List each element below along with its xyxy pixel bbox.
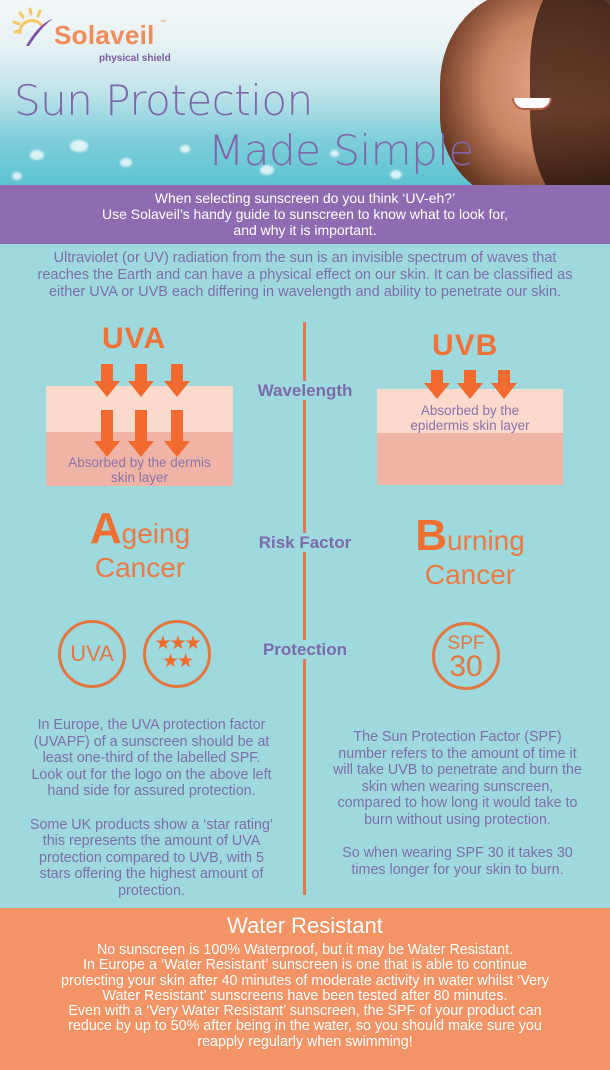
uva-risk-factor: Ageing Cancer bbox=[89, 504, 191, 584]
model-hair bbox=[530, 0, 610, 185]
uv-intro-paragraph: Ultraviolet (or UV) radiation from the s… bbox=[0, 250, 610, 301]
arrow-down-icon bbox=[94, 410, 120, 458]
uvb-absorption-caption: Absorbed by the epidermis skin layer bbox=[410, 403, 530, 433]
uvb-skin-diagram bbox=[377, 389, 563, 485]
arrow-down-icon bbox=[457, 370, 483, 399]
arrow-down-icon bbox=[94, 364, 120, 397]
water-resistant-section: Water Resistant No sunscreen is 100% Wat… bbox=[0, 908, 610, 1070]
sun-logo-icon bbox=[12, 7, 52, 46]
category-wavelength: Wavelength bbox=[0, 381, 610, 401]
trademark: ™ bbox=[160, 20, 166, 26]
uva-explanation: In Europe, the UVA protection factor (UV… bbox=[29, 717, 274, 899]
solaveil-logo[interactable]: Solaveil ™ physical shield bbox=[12, 6, 172, 66]
risk-initial: B bbox=[415, 511, 447, 560]
band-line: and why it is important. bbox=[233, 222, 377, 238]
band-line: When selecting sunscreen do you think ‘U… bbox=[154, 190, 456, 206]
intro-line: reaches the Earth and can have a physica… bbox=[37, 267, 573, 283]
uvb-risk-factor: Burning Cancer bbox=[415, 511, 525, 591]
category-risk-factor: Risk Factor bbox=[0, 533, 610, 553]
uva-absorption-caption: Absorbed by the dermis skin layer bbox=[68, 455, 211, 485]
uva-title: UVA bbox=[102, 322, 167, 355]
hero-banner: Solaveil ™ physical shield Sun Protectio… bbox=[0, 0, 610, 185]
brand-name: Solaveil bbox=[54, 20, 155, 50]
center-divider bbox=[303, 322, 306, 895]
hero-title-line1: Sun Protection bbox=[14, 76, 313, 125]
star-rating-icon: ★★★ ★★ bbox=[154, 633, 201, 672]
water-resistant-title: Water Resistant bbox=[227, 913, 383, 938]
uvb-title: UVB bbox=[432, 329, 499, 362]
arrow-down-icon bbox=[491, 370, 517, 399]
category-protection: Protection bbox=[0, 640, 610, 660]
band-line: Use Solaveil’s handy guide to sunscreen … bbox=[102, 206, 508, 222]
model-smile bbox=[512, 98, 552, 110]
intro-band: When selecting sunscreen do you think ‘U… bbox=[0, 185, 610, 244]
spf30-badge: SPF 30 bbox=[432, 622, 500, 690]
uva-logo-badge: UVA bbox=[58, 620, 126, 688]
intro-line: Ultraviolet (or UV) radiation from the s… bbox=[53, 250, 557, 266]
arrow-down-icon bbox=[424, 370, 450, 399]
brand-tagline: physical shield bbox=[99, 53, 171, 64]
arrow-down-icon bbox=[164, 410, 190, 458]
uvb-explanation: The Sun Protection Factor (SPF) number r… bbox=[333, 729, 582, 878]
arrow-down-icon bbox=[128, 364, 154, 397]
water-resistant-text: No sunscreen is 100% Waterproof, but it … bbox=[61, 942, 549, 1050]
dermis-layer bbox=[377, 433, 563, 485]
star-rating-badge: ★★★ ★★ bbox=[143, 620, 211, 688]
intro-line: either UVA or UVB each differing in wave… bbox=[48, 284, 562, 300]
risk-initial: A bbox=[89, 504, 122, 553]
hero-title-line2: Made Simple bbox=[208, 126, 474, 175]
arrow-down-icon bbox=[164, 364, 190, 397]
arrow-down-icon bbox=[128, 410, 154, 458]
